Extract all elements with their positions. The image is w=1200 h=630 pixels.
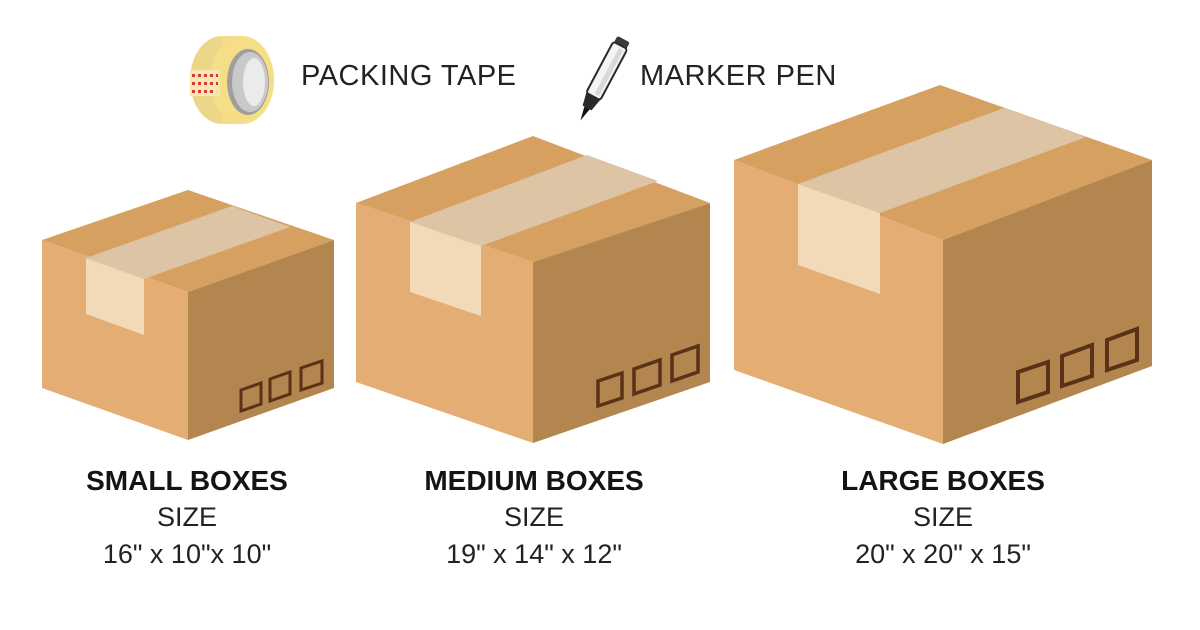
packing-tape-icon [190,36,274,124]
large-box-handle-marks [1016,326,1139,405]
medium-box-side [533,203,710,443]
small-box-dimensions: 16" x 10"x 10" [102,539,272,569]
large-box-size-label: SIZE [912,502,973,532]
small-box-handle-marks [239,358,324,414]
small-box-caption: SMALL BOXES SIZE 16" x 10"x 10" [0,463,377,573]
large-box-name: LARGE BOXES [841,465,1045,496]
medium-box-tape-front [410,222,481,316]
small-box-size-label: SIZE [156,502,217,532]
large-box-caption: LARGE BOXES SIZE 20" x 20" x 15" [753,463,1133,573]
medium-box-handle-marks [596,343,700,409]
medium-box-tape-top [410,155,658,246]
large-box-side [943,160,1152,444]
marker-pen-icon [580,36,630,121]
small-box-front [42,240,188,440]
medium-box-size-label: SIZE [503,502,564,532]
small-box-side [188,240,334,440]
large-box-tape-top [798,108,1086,213]
medium-box-caption: MEDIUM BOXES SIZE 19" x 14" x 12" [344,463,724,573]
medium-box-dimensions: 19" x 14" x 12" [446,539,622,569]
small-box-tape-top [86,206,290,279]
small-box-name: SMALL BOXES [86,465,288,496]
large-box-tape-front [798,184,880,294]
medium-box-front [356,203,533,443]
medium-box-name: MEDIUM BOXES [424,465,644,496]
small-box-tape-front [86,258,144,335]
marker-pen-label: MARKER PEN [640,60,837,92]
large-box-front [734,160,943,444]
large-box-dimensions: 20" x 20" x 15" [855,539,1031,569]
packing-tape-label: PACKING TAPE [301,60,517,92]
